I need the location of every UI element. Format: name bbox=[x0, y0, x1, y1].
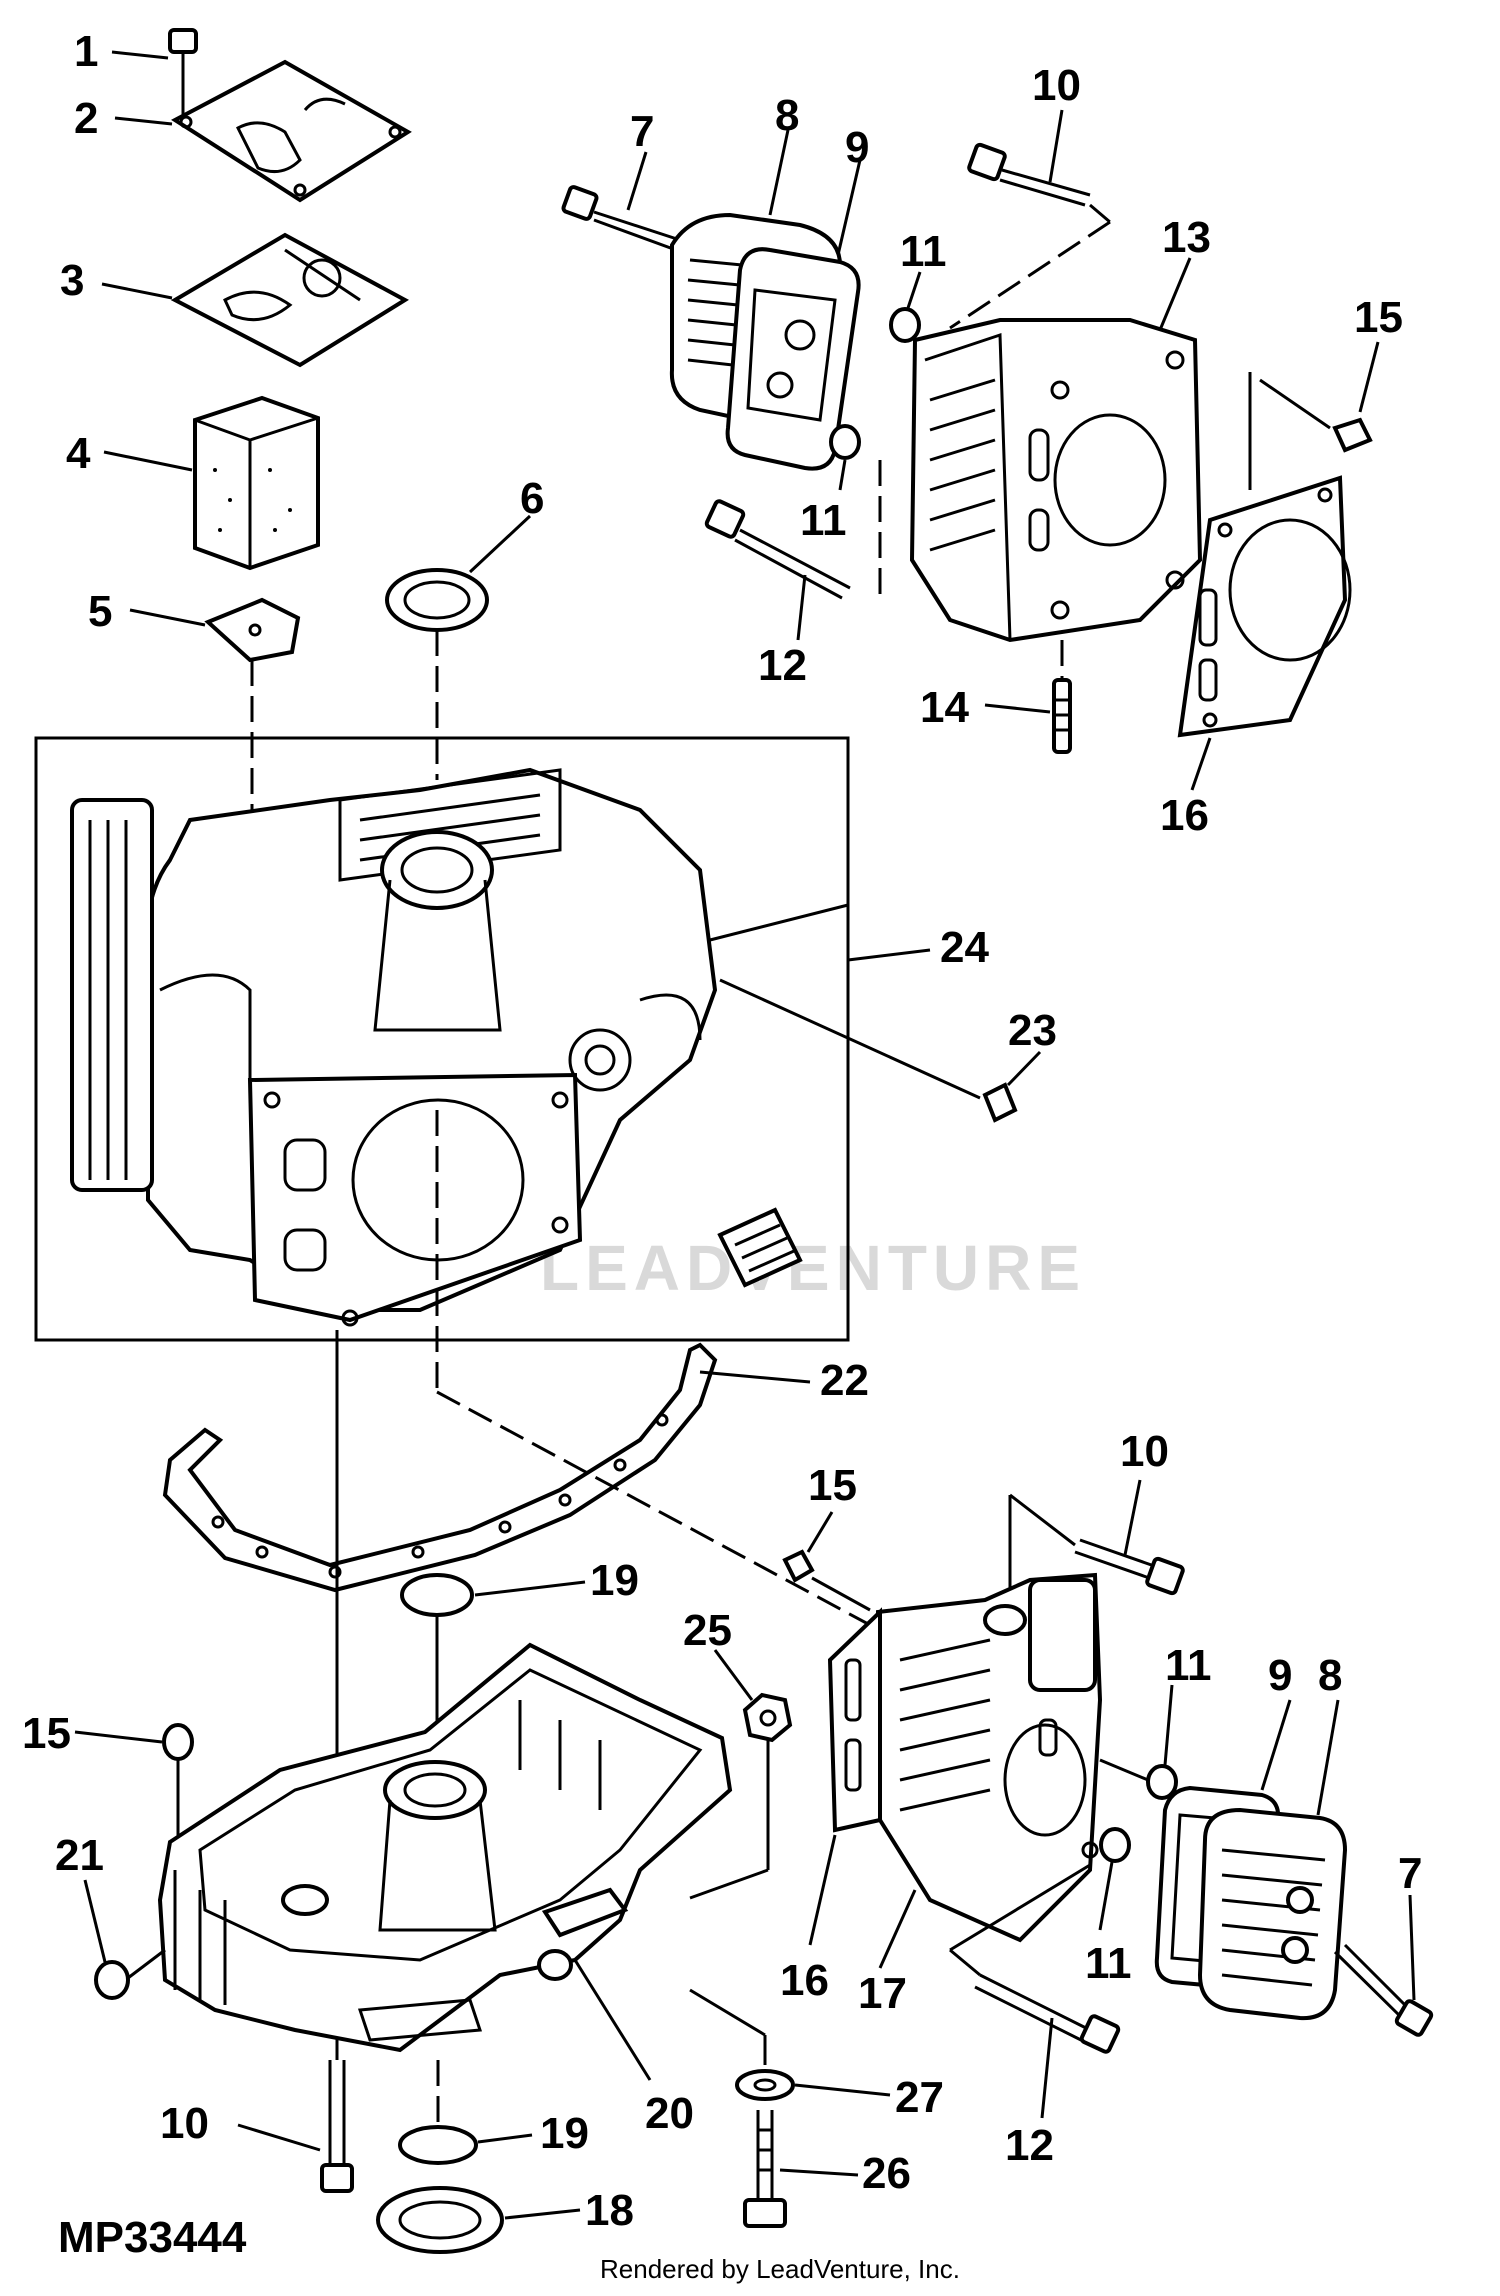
part-11-dowel-lower-b bbox=[1099, 1827, 1131, 1863]
callout-13: 13 bbox=[1162, 213, 1211, 262]
callout-6: 6 bbox=[520, 474, 544, 523]
part-19-o-ring-lower bbox=[398, 2125, 478, 2165]
callout-8-lower: 8 bbox=[1318, 1651, 1342, 1700]
callout-23: 23 bbox=[1008, 1006, 1057, 1055]
callout-16-upper: 16 bbox=[1160, 791, 1209, 840]
callout-17: 17 bbox=[858, 1969, 907, 2018]
part-25-nut bbox=[742, 1692, 793, 1743]
callout-26: 26 bbox=[862, 2149, 911, 2198]
part-14-stud bbox=[1052, 678, 1072, 754]
callout-14: 14 bbox=[920, 683, 969, 732]
part-15-dowel-upper bbox=[1332, 417, 1373, 453]
part-11-dowel-lower-a bbox=[1146, 1764, 1178, 1800]
callout-10-upper: 10 bbox=[1032, 61, 1081, 110]
callout-2: 2 bbox=[74, 94, 98, 143]
callout-19-lower: 19 bbox=[540, 2109, 589, 2158]
part-20-governor-lever bbox=[537, 1887, 629, 1981]
part-15-dowel-lower bbox=[782, 1549, 815, 1583]
part-6-seal bbox=[385, 568, 489, 632]
part-18-oil-seal bbox=[376, 2186, 504, 2254]
callout-10-lower: 10 bbox=[160, 2099, 209, 2148]
callout-11-lower-a: 11 bbox=[1165, 1641, 1212, 1690]
callout-10-middle: 10 bbox=[1120, 1427, 1169, 1476]
part-16-head-gasket-lower bbox=[827, 1607, 882, 1833]
callout-15-left: 15 bbox=[22, 1709, 71, 1758]
part-15-dowel-left bbox=[162, 1723, 194, 1761]
part-11-dowel-upper-b bbox=[829, 424, 861, 460]
part-7-bolt-upper bbox=[561, 185, 681, 252]
part-13-cylinder-head-upper bbox=[909, 318, 1203, 643]
callout-9-lower: 9 bbox=[1268, 1651, 1292, 1700]
callout-4: 4 bbox=[66, 429, 91, 478]
callout-7-upper: 7 bbox=[630, 107, 654, 156]
part-12-bolt-upper bbox=[704, 499, 851, 600]
part-27-washer bbox=[735, 2069, 795, 2101]
callout-15-upper: 15 bbox=[1354, 293, 1403, 342]
part-19-o-ring-upper bbox=[400, 1573, 474, 1617]
part-4-filter-element bbox=[193, 395, 320, 571]
callout-11-upper-a: 11 bbox=[900, 227, 947, 276]
callout-5: 5 bbox=[88, 587, 112, 636]
callout-25: 25 bbox=[683, 1606, 732, 1655]
callout-7-lower: 7 bbox=[1398, 1849, 1422, 1898]
crankcase-cover bbox=[157, 1642, 733, 2053]
callout-11-upper-b: 11 bbox=[800, 496, 847, 545]
callout-22: 22 bbox=[820, 1356, 869, 1405]
part-23-plug bbox=[982, 1082, 1018, 1123]
callout-18: 18 bbox=[585, 2186, 634, 2235]
part-16-head-gasket-upper bbox=[1177, 475, 1352, 738]
part-10-bolt-lower-left bbox=[320, 2060, 354, 2193]
callout-19-upper: 19 bbox=[590, 1556, 639, 1605]
part-2-cover-plate bbox=[171, 59, 412, 203]
part-26-bolt bbox=[743, 2110, 787, 2228]
part-11-dowel-upper-a bbox=[889, 307, 921, 343]
callout-27: 27 bbox=[895, 2073, 944, 2122]
credit-text: Rendered by LeadVenture, Inc. bbox=[600, 2254, 960, 2284]
callout-16-lower: 16 bbox=[780, 1956, 829, 2005]
part-5-bracket bbox=[204, 597, 301, 663]
breather-fitting bbox=[717, 1207, 803, 1288]
part-22-crankcase-gasket bbox=[162, 1342, 718, 1593]
callout-24: 24 bbox=[940, 923, 989, 972]
callout-1: 1 bbox=[74, 27, 98, 76]
part-7-bolt-lower bbox=[1333, 1943, 1434, 2037]
callout-12-lower: 12 bbox=[1005, 2121, 1054, 2170]
callout-12-upper: 12 bbox=[758, 641, 807, 690]
callout-11-lower-b: 11 bbox=[1085, 1939, 1132, 1988]
figure-code: MP33444 bbox=[58, 2213, 247, 2262]
callout-21: 21 bbox=[55, 1831, 104, 1880]
callout-8-upper: 8 bbox=[775, 91, 799, 140]
part-12-bolt-lower bbox=[974, 1973, 1121, 2054]
part-21-plug bbox=[94, 1960, 130, 2000]
watermark-text: LEADVENTURE bbox=[540, 1232, 1086, 1304]
part-10-bolt-upper bbox=[967, 142, 1091, 207]
part-8-valve-cover-lower bbox=[1197, 1807, 1348, 2021]
part-3-gasket bbox=[170, 232, 409, 368]
callout-20: 20 bbox=[645, 2089, 694, 2138]
part-24-engine-block bbox=[70, 767, 718, 1327]
part-1-screw bbox=[168, 28, 198, 68]
part-10-bolt-lower-right bbox=[1074, 1538, 1185, 1596]
callout-15-middle: 15 bbox=[808, 1461, 857, 1510]
part-17-cylinder-head-lower bbox=[875, 1572, 1103, 1943]
callout-3: 3 bbox=[60, 256, 84, 305]
callout-9-upper: 9 bbox=[845, 123, 869, 172]
